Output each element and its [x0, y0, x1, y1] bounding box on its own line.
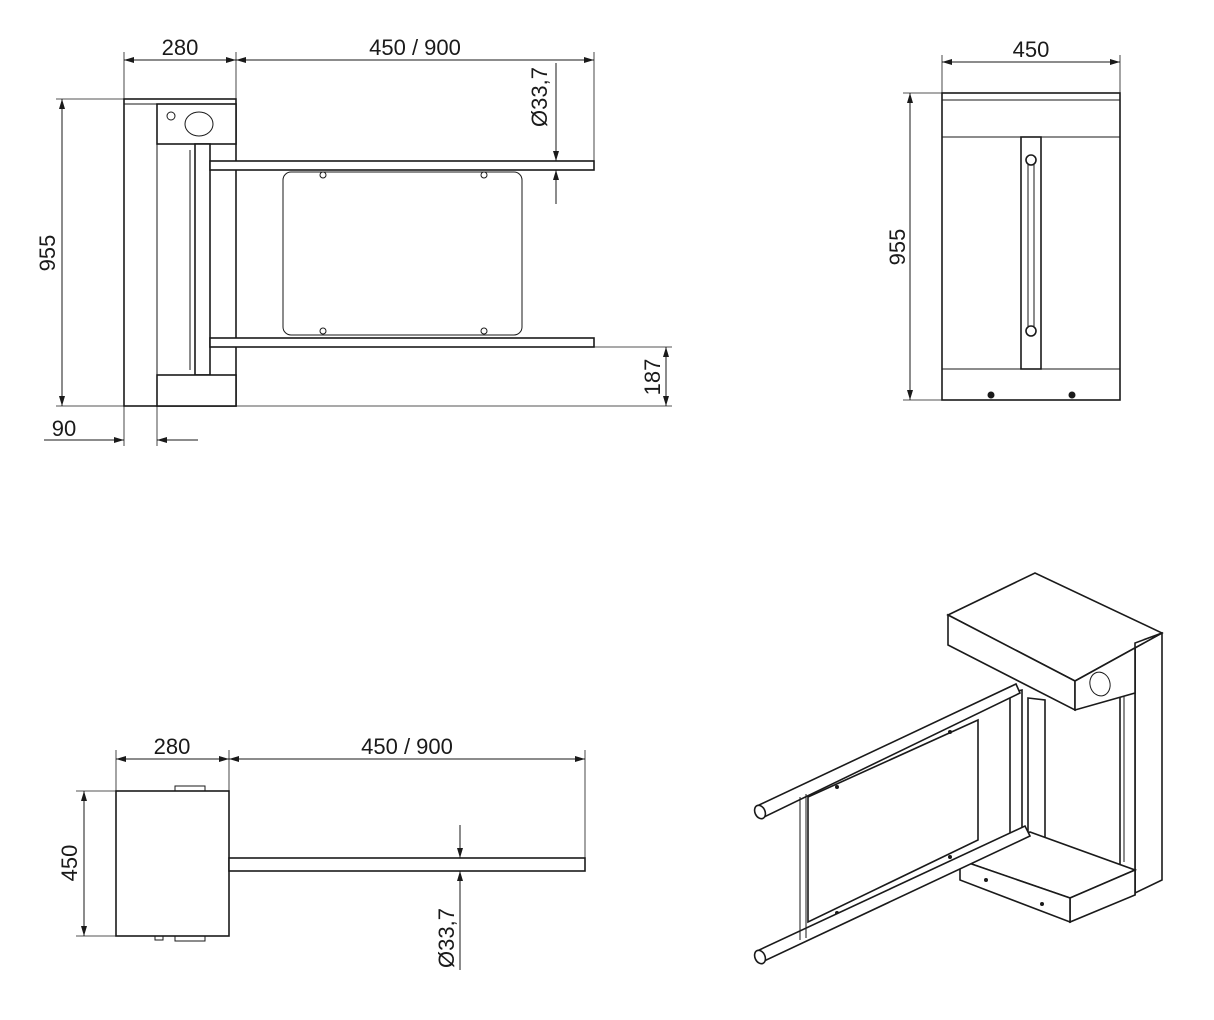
isometric-view [753, 572, 1164, 965]
side-view: 280 450 / 900 Ø33,7 955 187 90 [35, 35, 672, 446]
front-view: 450 955 [885, 37, 1121, 401]
dim-top-depth: 450 [57, 845, 82, 882]
side-arm-top [209, 160, 595, 171]
side-base [156, 374, 237, 407]
lock-icon [166, 111, 176, 121]
dim-side-base: 187 [640, 359, 665, 396]
dim-front-height: 955 [885, 229, 910, 266]
dim-side-offset: 90 [52, 416, 76, 441]
dim-front-width: 450 [1013, 37, 1050, 62]
top-view: 280 450 / 900 450 Ø33,7 [57, 734, 586, 970]
side-head-box [156, 103, 237, 145]
dim-side-width: 280 [162, 35, 199, 60]
dim-side-diameter: Ø33,7 [527, 67, 552, 127]
side-arm-bottom [209, 337, 595, 348]
dim-side-height: 955 [35, 235, 60, 272]
dim-top-arm: 450 / 900 [361, 734, 453, 759]
reader-icon [184, 111, 214, 137]
dim-top-width: 280 [154, 734, 191, 759]
front-post [1020, 136, 1042, 370]
iso-panel [807, 718, 979, 924]
top-cabinet [115, 790, 230, 937]
top-arm [228, 857, 586, 872]
dim-top-diameter: Ø33,7 [434, 908, 459, 968]
dim-side-arm: 450 / 900 [369, 35, 461, 60]
side-cabinet [123, 98, 237, 407]
iso-reader-icon [1089, 671, 1111, 697]
side-panel [282, 171, 523, 336]
